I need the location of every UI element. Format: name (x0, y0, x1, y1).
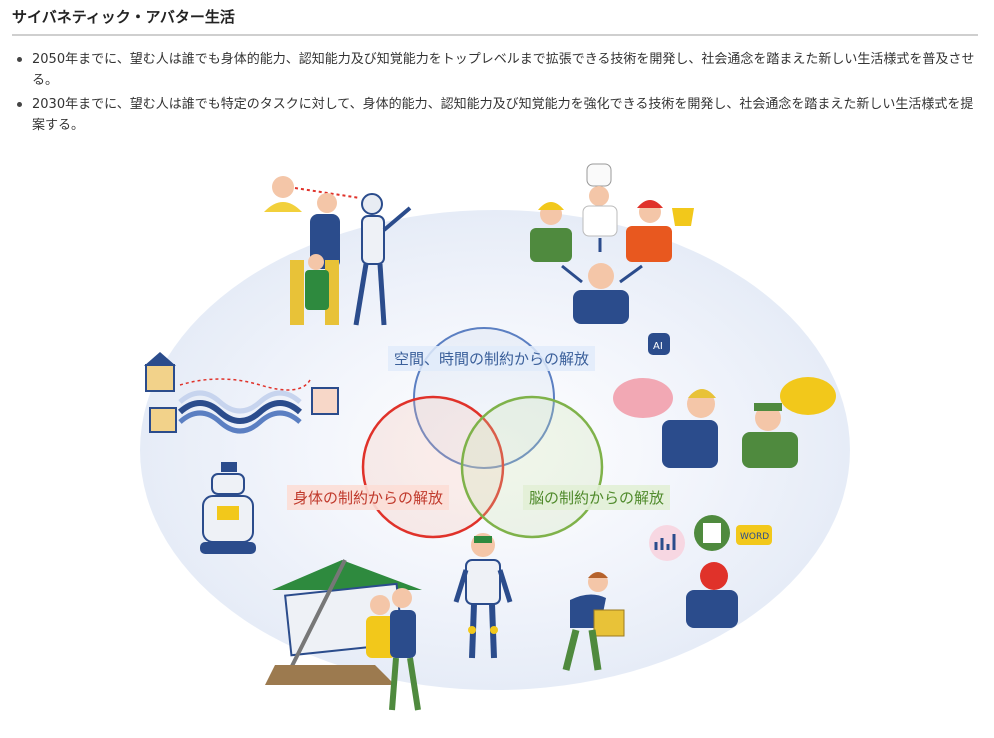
exoskeleton-illustration (453, 533, 513, 659)
ai-head-icon (648, 333, 670, 355)
service-robot-illustration (200, 462, 256, 554)
remote-community-illustration (144, 352, 339, 434)
chef-hat-icon (586, 163, 612, 187)
ai-head-label: AI (653, 341, 663, 352)
page-title: サイバネティック・アバター生活 (12, 8, 235, 26)
conversation-illustration: AI (613, 333, 836, 468)
disaster-rescue-illustration (265, 559, 422, 711)
speech-bubble-icon (780, 377, 836, 415)
speech-bubble-icon (613, 378, 673, 418)
word-card-icon (736, 525, 772, 545)
venn-label-brain: 脳の制約からの解放 (523, 485, 671, 510)
goal-list: 2050年までに、望む人は誰でも身体的能力、認知能力及び知覚能力をトップレベルま… (14, 49, 976, 139)
venn-circle-brain (460, 395, 604, 539)
diagram-canvas: AI WORD (140, 163, 850, 711)
cognition-illustration: WORD (649, 515, 772, 628)
chart-icon (649, 525, 685, 561)
walking-assist-illustration (264, 176, 412, 326)
background-ellipse (140, 210, 850, 690)
word-card-label: WORD (740, 532, 769, 542)
avatar-life-diagram: AI WORD (0, 150, 994, 734)
skill-upgrade-illustration (530, 163, 694, 324)
house-icon (145, 364, 175, 392)
watcher-head-icon (272, 176, 294, 198)
venn-label-space: 空間、時間の制約からの解放 (388, 346, 596, 371)
bullet-icon (17, 57, 22, 62)
brain-icon (700, 562, 728, 590)
lifting-assist-illustration (562, 572, 625, 671)
goal-item-2050: 2050年までに、望む人は誰でも身体的能力、認知能力及び知覚能力をトップレベルま… (14, 49, 976, 91)
robot-icon (211, 473, 245, 495)
house-icon (149, 407, 177, 433)
title-divider (12, 34, 978, 36)
venn-label-body: 身体の制約からの解放 (287, 485, 450, 510)
goal-item-2030: 2030年までに、望む人は誰でも特定のタスクに対して、身体的能力、認知能力及び知… (14, 94, 976, 136)
house-icon (311, 387, 339, 415)
box-icon (593, 609, 625, 637)
trophy-icon (672, 208, 694, 226)
bullet-icon (17, 102, 22, 107)
robot-head-icon (361, 193, 383, 215)
